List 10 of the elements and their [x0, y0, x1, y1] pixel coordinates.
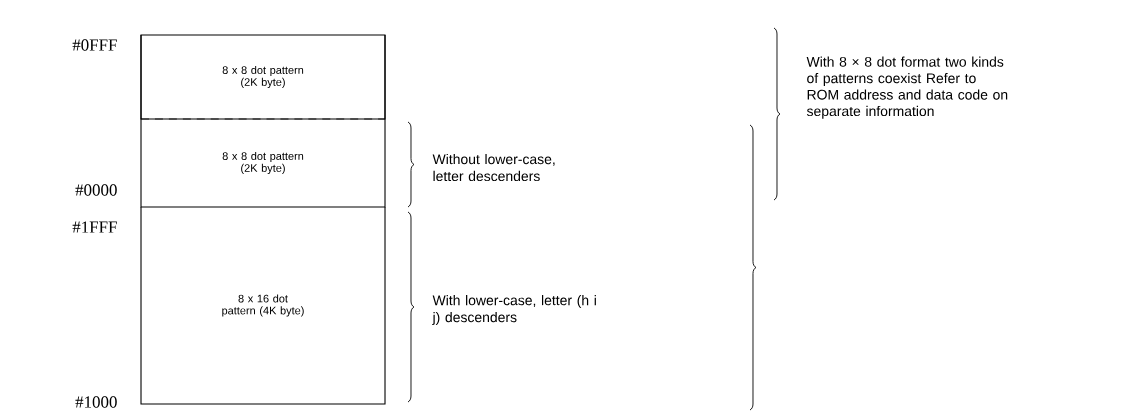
description-text: With lower-case, letter (h i j) descenders	[432, 295, 596, 325]
note-text: With 8 × 8 dot format two kinds of patterns coexist Refer to ROM address and data code on separate information	[806, 56, 1008, 119]
memory-cell: 8 x 8 dot pattern (2K byte)	[140, 34, 386, 120]
address-label: #0FFF	[72, 39, 117, 51]
address-label: #0000	[75, 184, 117, 196]
memory-cell: 8 x 16 dot pattern (4K byte)	[140, 206, 386, 405]
address-label: #1000	[75, 396, 117, 408]
memory-cell: 8 x 8 dot pattern (2K byte)	[140, 118, 386, 208]
description-text: Without lower-case, letter descenders	[432, 153, 555, 182]
address-label: #1FFF	[72, 221, 117, 233]
